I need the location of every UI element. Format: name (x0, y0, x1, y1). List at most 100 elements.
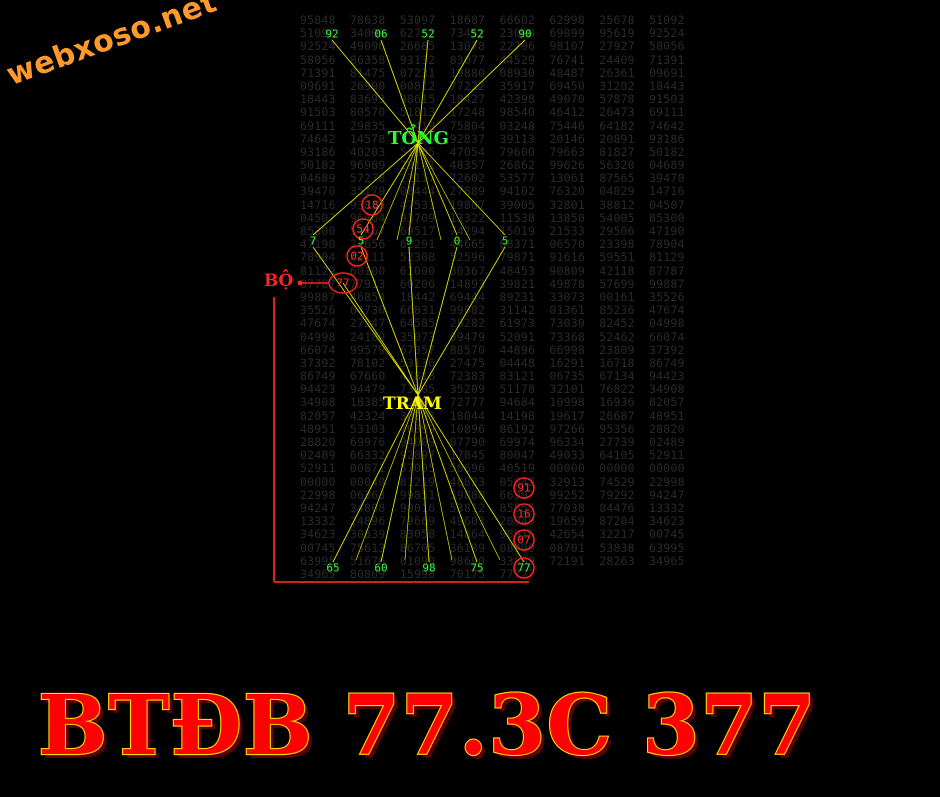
connector-line (408, 246, 419, 396)
connector-line (396, 142, 419, 241)
circled-number: 07 (517, 533, 531, 547)
grid-row: 94423 94479 73305 35209 51178 32101 7682… (300, 382, 685, 397)
circled-number: 02 (350, 249, 364, 263)
connector-line (408, 142, 419, 236)
grid-row: 95848 78638 53097 18687 66602 62998 2567… (300, 13, 685, 27)
grid-row: 92524 49096 26685 13078 22796 98107 2792… (300, 39, 685, 54)
red-circle (513, 477, 535, 499)
red-annotations (273, 194, 535, 583)
middle-number: 5 (357, 234, 365, 248)
bottom-number: 98 (422, 561, 436, 575)
bo-pointer-dot (297, 280, 303, 286)
connector-line (417, 39, 526, 144)
grid-row: 14716 93813 47531 19887 39005 32801 3881… (300, 197, 685, 212)
lottery-number-grid: 95848 78638 53097 18687 66602 62998 2567… (300, 13, 685, 581)
banner-shadow-text: BTĐB 77.3C 377 (42, 682, 821, 772)
connector-line (342, 282, 419, 396)
middle-number: 0 (453, 234, 461, 248)
connector-line (312, 142, 419, 236)
connector-line (417, 39, 429, 144)
grid-row: 34623 30839 83058 14864 98016 42654 3221… (300, 527, 685, 542)
connector-line (417, 246, 506, 396)
grid-row: 50182 96989 29141 48357 26862 99626 5632… (300, 158, 685, 173)
connector-line (380, 394, 419, 563)
grid-row: 09691 26990 00812 77222 35917 69450 3120… (300, 78, 685, 93)
grid-row: 71391 81475 07231 19880 08930 48487 2636… (300, 65, 685, 80)
bottom-number: 60 (374, 561, 388, 575)
bottom-number: 75 (470, 561, 484, 575)
circled-number: 54 (356, 222, 370, 236)
connector-line (417, 39, 478, 144)
grid-row: 04689 57278 22117 72602 53577 13061 8756… (300, 171, 685, 186)
top-number: 52 (421, 27, 435, 41)
connector-line (417, 394, 501, 561)
connector-line (417, 394, 453, 561)
red-circle (513, 503, 535, 525)
top-number: 06 (374, 27, 388, 41)
grid-row: 02489 66332 92897 17845 80047 49033 6410… (300, 448, 685, 463)
red-circle (361, 194, 383, 216)
connector-line (417, 142, 458, 236)
grid-row: 37392 78102 53136 27475 04448 16291 1671… (300, 355, 685, 370)
grid-row: 69111 29835 32419 75804 03248 75446 6418… (300, 118, 685, 133)
yellow-connector-lines (312, 39, 526, 563)
circled-number: 77 (336, 276, 350, 290)
grid-row: 58056 86358 93132 83077 44529 76741 2440… (300, 52, 685, 67)
middle-number: 5 (501, 234, 509, 248)
grid-row: 63995 51676 01090 98690 33809 72191 2826… (300, 553, 685, 568)
grid-row: 52911 00871 57005 58696 40519 00000 0000… (300, 461, 685, 476)
grid-row: 74642 14578 12485 92837 39113 20146 2089… (300, 131, 685, 146)
connector-line (312, 246, 419, 396)
connector-line (380, 39, 419, 144)
red-circle (352, 218, 374, 240)
connector-line (404, 394, 419, 561)
top-number: 90 (518, 27, 532, 41)
circled-number: 16 (517, 507, 531, 521)
circled-number: 18 (365, 198, 379, 212)
grid-row: 00745 75613 86705 36189 08999 08701 5383… (300, 540, 685, 555)
middle-number: 9 (405, 234, 413, 248)
grid-row: 78904 02111 52308 52596 79871 91616 5955… (300, 250, 685, 265)
connector-line (417, 142, 506, 236)
connector-line (332, 394, 419, 563)
tram-label: TRAM (383, 394, 442, 414)
banner-text: BTĐB 77.3C 377 (38, 678, 817, 772)
grid-row: 48951 53103 70899 10896 86192 97266 9535… (300, 421, 685, 436)
connector-line (355, 394, 419, 561)
grid-row: 66074 99579 67357 88570 44896 66998 2380… (300, 342, 685, 357)
connector-line (417, 142, 442, 241)
connector-line (360, 246, 419, 396)
red-circle (346, 245, 368, 267)
red-circle (513, 529, 535, 551)
connector-line (417, 246, 458, 396)
grid-row: 93186 40203 51085 47054 79600 79663 8182… (300, 144, 685, 159)
red-circle (513, 557, 535, 579)
connector-line (417, 394, 525, 563)
result-banner: BTĐB 77.3C 377 BTĐB 77.3C 377 (37, 677, 821, 772)
connector-line (417, 394, 478, 563)
top-number: 92 (325, 27, 339, 41)
grid-row: 39470 35179 08444 27889 94102 76320 0482… (300, 184, 685, 199)
grid-row: 81129 60100 61000 30367 48453 90809 4211… (300, 263, 685, 278)
top-number: 52 (470, 27, 484, 41)
connector-line (376, 142, 419, 241)
bottom-number: 65 (326, 561, 340, 575)
connector-line (360, 142, 419, 236)
grid-row: 18443 83693 98615 18427 42398 49070 5787… (300, 92, 685, 107)
bottom-number: 77 (517, 561, 531, 575)
grid-row: 51092 34006 62752 73452 23090 69099 9561… (300, 26, 685, 41)
middle-number: 7 (309, 234, 317, 248)
grid-row: 99887 46854 18442 69444 89231 33073 0016… (300, 289, 685, 304)
grid-row: 47190 24656 62291 44665 68371 06570 2339… (300, 237, 685, 252)
tong-label: TỔNG (388, 128, 449, 149)
bo-label: BỘ (264, 271, 294, 291)
grid-row: 91503 80570 51813 17248 98540 46412 2647… (300, 105, 685, 120)
connector-line (417, 394, 430, 563)
grid-row: 34908 18385 32091 72777 94684 10998 1693… (300, 395, 685, 410)
connector-line (331, 39, 419, 144)
circled-number: 91 (517, 481, 531, 495)
connector-line (417, 142, 471, 241)
grid-row: 86749 67660 47818 72383 83121 06735 6713… (300, 369, 685, 384)
